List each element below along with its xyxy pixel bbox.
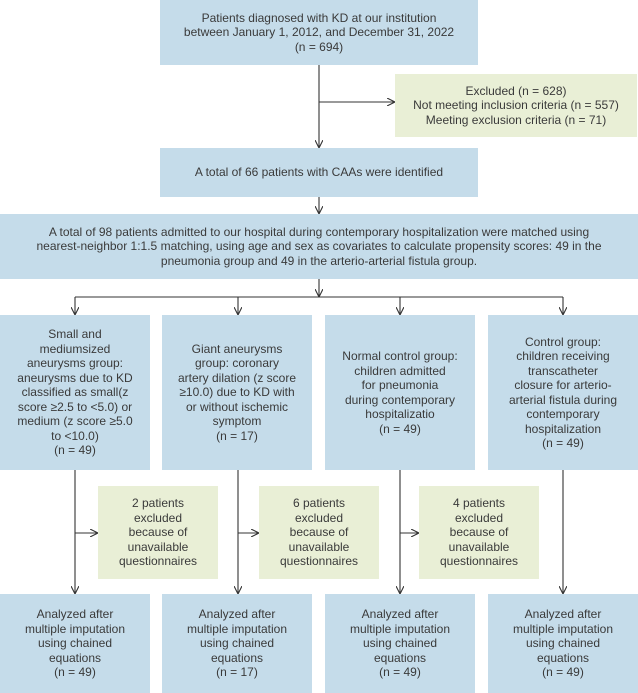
box-excluded-3: 4 patients excluded because of unavailab… (419, 486, 539, 579)
box-excluded-2: 6 patients excluded because of unavailab… (259, 486, 379, 579)
box-group-control-fistula: Control group: children receiving transc… (488, 315, 638, 470)
box-excluded-1: 2 patients excluded because of unavailab… (98, 486, 218, 579)
box-group-giant: Giant aneurysms group: coronary artery d… (162, 315, 312, 470)
box-group-small-medium: Small and mediumsized aneurysms group: a… (0, 315, 150, 470)
box-matched: A total of 98 patients admitted to our h… (0, 214, 638, 279)
box-group-normal-control: Normal control group: children admitted … (325, 315, 475, 470)
box-analyzed-1: Analyzed after multiple imputation using… (0, 594, 150, 693)
box-diagnosed: Patients diagnosed with KD at our instit… (160, 0, 478, 65)
box-analyzed-2: Analyzed after multiple imputation using… (162, 594, 312, 693)
box-caa-identified: A total of 66 patients with CAAs were id… (160, 148, 478, 197)
box-analyzed-3: Analyzed after multiple imputation using… (325, 594, 475, 693)
box-analyzed-4: Analyzed after multiple imputation using… (488, 594, 638, 693)
box-excluded: Excluded (n = 628) Not meeting inclusion… (395, 74, 637, 137)
